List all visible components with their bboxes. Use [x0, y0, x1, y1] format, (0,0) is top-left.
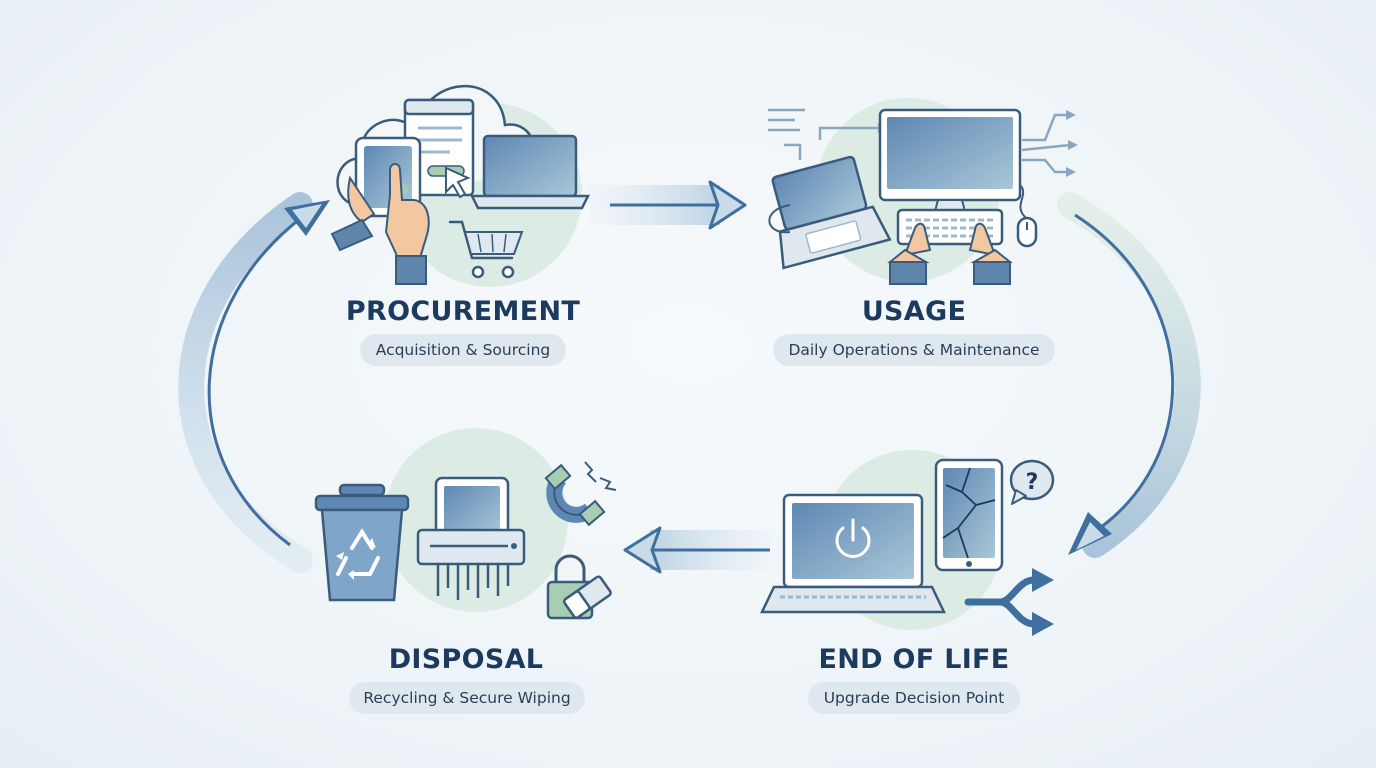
procurement-illustration: [330, 85, 591, 287]
hand-icon: [330, 163, 430, 285]
end-of-life-subtitle: Upgrade Decision Point: [808, 682, 1020, 714]
keyboard-icon: [887, 208, 1013, 285]
flow-arrow-bottom: [623, 526, 770, 574]
magnet-icon: [544, 461, 617, 527]
desktop-monitor-icon: [878, 108, 1022, 216]
shopping-cart-icon: [448, 220, 524, 279]
laptop-icon: [469, 134, 591, 210]
laptop-icon: [768, 155, 892, 270]
paper-shredder-icon: [416, 476, 526, 600]
procurement-title: PROCUREMENT: [345, 296, 581, 327]
cracked-tablet-icon: [934, 458, 1004, 572]
disposal-subtitle: Recycling & Secure Wiping: [349, 682, 585, 714]
flow-arrow-right: [1057, 192, 1201, 558]
mouse-icon: [1016, 184, 1038, 248]
flow-arrow-top: [590, 180, 747, 230]
procurement-subtitle: Acquisition & Sourcing: [360, 334, 566, 366]
disposal-illustration: [314, 428, 617, 620]
laptop-power-icon: [760, 493, 946, 614]
question-bubble-icon: ?: [1009, 459, 1055, 505]
split-arrow-icon: [964, 568, 1054, 636]
recycle-bin-icon: [314, 483, 410, 602]
disposal-title: DISPOSAL: [388, 644, 544, 675]
flow-arrow-left: [178, 192, 330, 573]
svg-text:?: ?: [1026, 470, 1039, 495]
eraser-icon: [563, 575, 612, 619]
usage-title: USAGE: [861, 296, 967, 327]
end-of-life-illustration: ?: [760, 450, 1055, 636]
usage-illustration: [768, 98, 1078, 285]
data-flow-arrows-icon: [768, 108, 1078, 177]
usage-subtitle: Daily Operations & Maintenance: [773, 334, 1055, 366]
end-of-life-title: END OF LIFE: [818, 644, 1010, 675]
cursor-icon: [445, 166, 471, 199]
